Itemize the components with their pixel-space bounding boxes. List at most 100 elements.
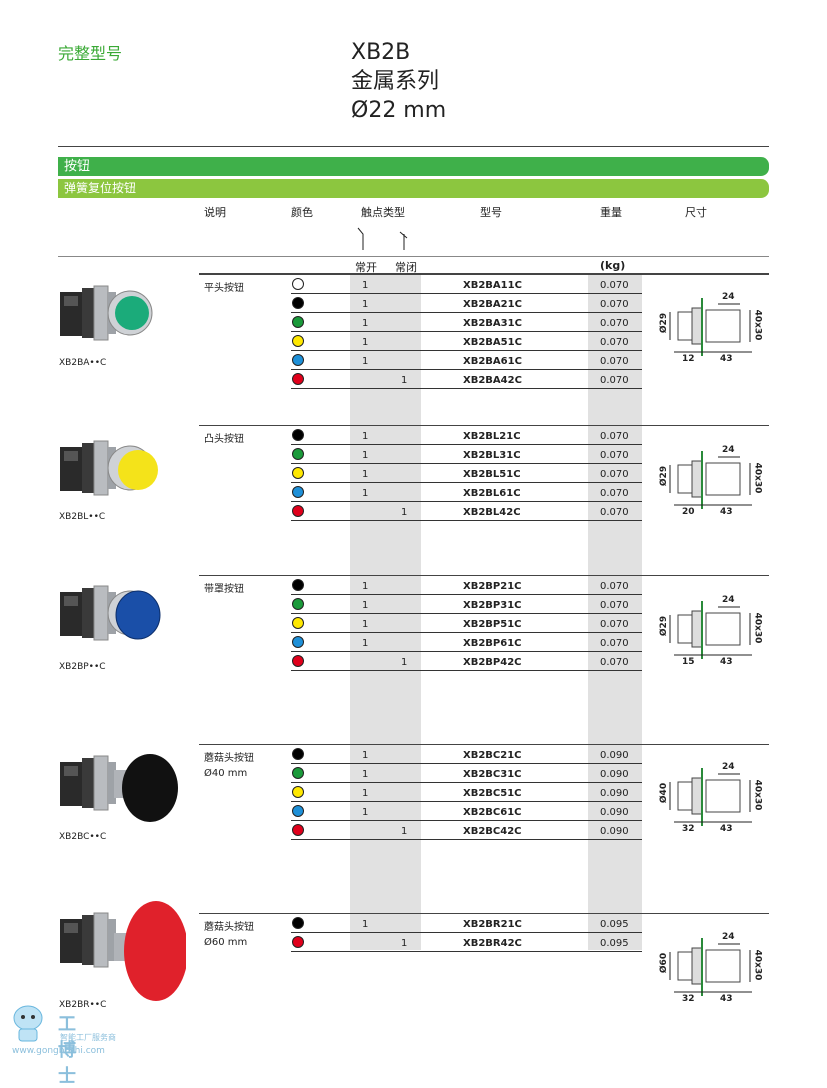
button-description: 蘑菇头按钮 <box>204 922 254 933</box>
weight-value: 0.070 <box>600 581 629 592</box>
group-rule <box>199 274 769 275</box>
weight-value: 0.070 <box>600 450 629 461</box>
green-color-dot-icon <box>292 598 304 610</box>
dim-left: 12 <box>682 354 695 364</box>
green-color-dot-icon <box>292 767 304 779</box>
model-number: XB2BA21C <box>463 299 522 310</box>
blue-color-dot-icon <box>292 486 304 498</box>
contact-nc: 1 <box>401 507 408 518</box>
weight-value: 0.095 <box>600 919 629 930</box>
red-color-dot-icon <box>292 373 304 385</box>
yellow-color-dot-icon <box>292 467 304 479</box>
white-color-dot-icon <box>292 278 304 290</box>
contact-no: 1 <box>362 356 369 367</box>
header-desc: 说明 <box>204 206 226 219</box>
model-number: XB2BR21C <box>463 919 522 930</box>
model-number: XB2BC21C <box>463 750 522 761</box>
button-description: 带罩按钮 <box>204 584 244 595</box>
model-number: XB2BA61C <box>463 356 522 367</box>
weight-value: 0.070 <box>600 600 629 611</box>
blue-color-dot-icon <box>292 805 304 817</box>
weight-value: 0.070 <box>600 619 629 630</box>
model-number: XB2BP42C <box>463 657 522 668</box>
dim-left: 15 <box>682 657 695 667</box>
table-row-line <box>291 763 642 764</box>
button-description: 蘑菇头按钮 <box>204 753 254 764</box>
dim-head: Ø29 <box>659 465 670 487</box>
button-description: 平头按钮 <box>204 283 244 294</box>
table-row-line <box>291 613 642 614</box>
yellow-color-dot-icon <box>292 786 304 798</box>
dim-head: Ø29 <box>659 615 670 637</box>
contact-no: 1 <box>362 431 369 442</box>
product-photo <box>56 570 161 650</box>
model-number: XB2BP21C <box>463 581 522 592</box>
dim-side: 40x30 <box>752 949 763 981</box>
product-photo <box>56 740 178 822</box>
corner-title: 完整型号 <box>58 44 123 63</box>
group-rule <box>199 913 769 914</box>
contact-symbol-icon <box>357 227 408 250</box>
dim-top: 24 <box>722 292 735 302</box>
dim-right: 43 <box>720 657 733 667</box>
weight-value: 0.090 <box>600 826 629 837</box>
weight-value: 0.070 <box>600 318 629 329</box>
contact-no: 1 <box>362 450 369 461</box>
table-row-line <box>291 501 642 502</box>
product-photo <box>56 425 161 505</box>
contact-column-shade <box>350 274 421 950</box>
model-number: XB2BP31C <box>463 600 522 611</box>
dim-top: 24 <box>722 762 735 772</box>
header-rule-2 <box>199 273 769 274</box>
dim-side: 40x30 <box>752 309 763 341</box>
contact-nc: 1 <box>401 826 408 837</box>
model-number: XB2BP51C <box>463 619 522 630</box>
contact-no: 1 <box>362 469 369 480</box>
robot-mascot-icon <box>13 1005 43 1042</box>
weight-value: 0.070 <box>600 299 629 310</box>
model-number: XB2BA51C <box>463 337 522 348</box>
model-number: XB2BC61C <box>463 807 522 818</box>
button-size: Ø60 mm <box>204 937 248 948</box>
button-description: 凸头按钮 <box>204 434 244 445</box>
dim-left: 32 <box>682 994 695 1004</box>
blue-color-dot-icon <box>292 354 304 366</box>
contact-no: 1 <box>362 581 369 592</box>
weight-value: 0.090 <box>600 807 629 818</box>
table-row-line <box>291 951 642 952</box>
dimension-drawing <box>669 768 752 826</box>
dimension-drawing <box>669 601 752 659</box>
contact-nc: 1 <box>401 375 408 386</box>
red-color-dot-icon <box>292 936 304 948</box>
table-row-line <box>291 820 642 821</box>
weight-value: 0.090 <box>600 750 629 761</box>
model-number: XB2BA11C <box>463 280 522 291</box>
contact-no: 1 <box>362 318 369 329</box>
group-rule <box>199 744 769 745</box>
black-color-dot-icon <box>292 917 304 929</box>
weight-value: 0.070 <box>600 657 629 668</box>
dimension-drawing <box>669 451 752 509</box>
product-caption: XB2BP••C <box>59 662 106 672</box>
table-row-line <box>291 782 642 783</box>
contact-no: 1 <box>362 600 369 611</box>
header-rule <box>58 256 769 257</box>
model-number: XB2BL21C <box>463 431 521 442</box>
red-color-dot-icon <box>292 655 304 667</box>
weight-value: 0.070 <box>600 280 629 291</box>
model-number: XB2BL42C <box>463 507 521 518</box>
group-rule <box>199 425 769 426</box>
contact-no: 1 <box>362 919 369 930</box>
dim-head: Ø40 <box>659 782 670 804</box>
weight-column-shade <box>588 274 642 950</box>
model-number: XB2BC31C <box>463 769 522 780</box>
table-row-line <box>291 839 642 840</box>
green-color-dot-icon <box>292 316 304 328</box>
weight-value: 0.070 <box>600 337 629 348</box>
table-row-line <box>291 482 642 483</box>
dim-top: 24 <box>722 445 735 455</box>
yellow-color-dot-icon <box>292 617 304 629</box>
